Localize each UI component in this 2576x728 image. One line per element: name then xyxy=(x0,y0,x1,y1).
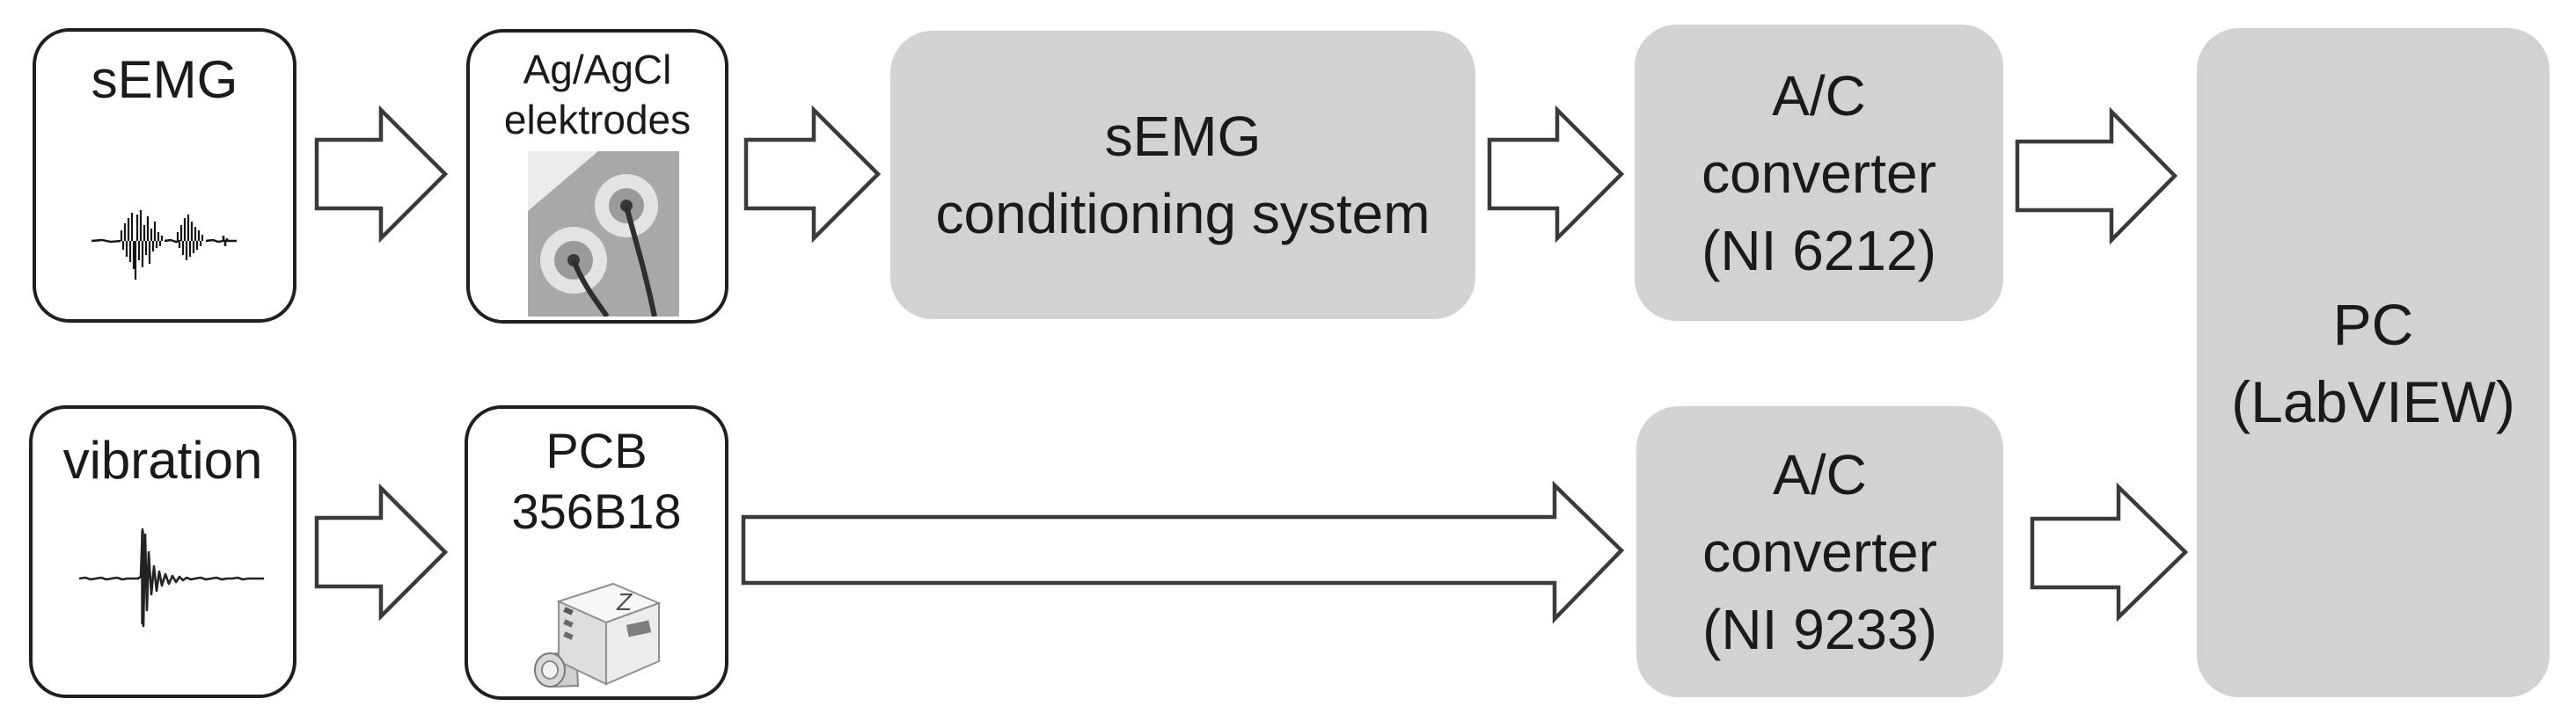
node-ac-converter-ni9233: A/C converter (NI 9233) xyxy=(1636,406,2003,697)
ni9233-label-line1: A/C xyxy=(1773,442,1867,506)
arrow-conditioning-to-ni6212 xyxy=(1487,105,1625,244)
ni6212-label-line2: converter xyxy=(1701,141,1936,205)
ni6212-label-line1: A/C xyxy=(1772,63,1866,127)
node-semg-source: sEMG xyxy=(33,28,296,323)
arrow-semg-to-electrodes xyxy=(314,105,449,244)
electrodes-label-line1: Ag/AgCl xyxy=(523,47,672,92)
ag-agcl-electrodes-photo-icon xyxy=(528,151,679,317)
ni9233-label-line2: converter xyxy=(1702,520,1937,584)
conditioning-label-line2: conditioning system xyxy=(935,182,1431,245)
electrodes-label-line2: elektrodes xyxy=(503,97,692,142)
emg-waveform-icon xyxy=(91,210,237,280)
accelerometer-axis-marking: Z xyxy=(616,588,633,615)
arrow-electrodes-to-conditioning xyxy=(743,105,882,244)
node-accelerometer: PCB 356B18 Z xyxy=(465,405,728,700)
arrow-ni6212-to-pc xyxy=(2015,106,2178,245)
node-conditioning-system: sEMG conditioning system xyxy=(890,31,1475,319)
pcb-356b18-accelerometer-photo-icon: Z xyxy=(534,582,662,688)
pc-label-line2: (LabVIEW) xyxy=(2231,368,2515,434)
conditioning-label-line1: sEMG xyxy=(1104,105,1262,168)
arrow-vibration-to-pcb xyxy=(314,483,449,622)
accelerometer-label-line1: PCB xyxy=(545,423,648,478)
node-pc-labview: PC (LabVIEW) xyxy=(2197,28,2550,697)
ni9233-label-line3: (NI 9233) xyxy=(1702,597,1937,661)
node-vibration-source: vibration xyxy=(29,405,296,698)
ni6212-label-line3: (NI 6212) xyxy=(1701,218,1936,282)
arrow-ni9233-to-pc xyxy=(2030,482,2189,622)
node-ac-converter-ni6212: A/C converter (NI 6212) xyxy=(1635,25,2003,321)
accelerometer-label-line2: 356B18 xyxy=(511,484,682,539)
semg-source-label: sEMG xyxy=(91,50,238,109)
node-electrodes: Ag/AgCl elektrodes xyxy=(466,29,728,324)
arrow-pcb-to-ni9233 xyxy=(741,480,1625,624)
vibration-waveform-icon xyxy=(78,528,264,628)
pc-label-line1: PC xyxy=(2332,291,2414,357)
vibration-source-label: vibration xyxy=(62,431,263,490)
